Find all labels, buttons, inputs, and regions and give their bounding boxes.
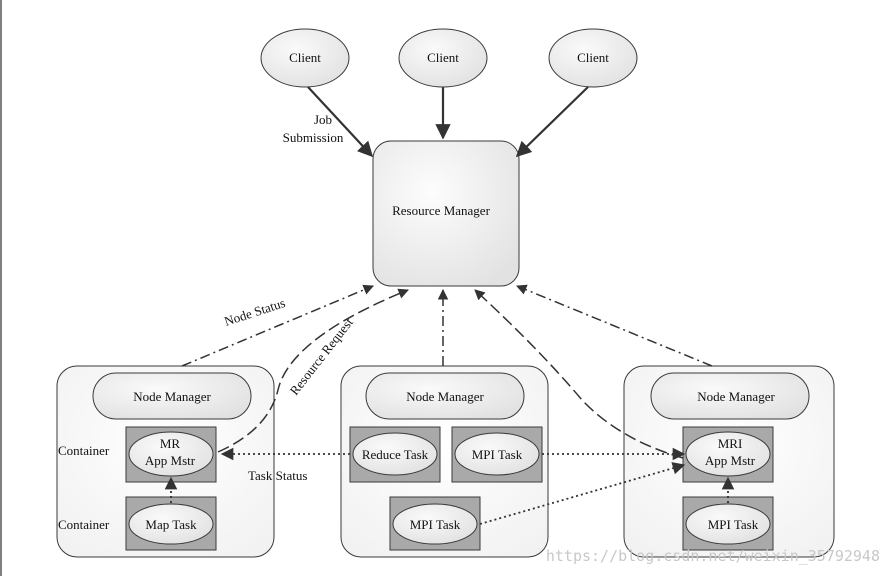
client-node-3: Client (548, 28, 638, 88)
watermark-text: https://blog.csdn.net/weixin_35792948 (546, 547, 880, 565)
task-status-arrow-mpi-b (479, 462, 686, 525)
app-master-line2: App Mstr (705, 453, 756, 468)
app-master-line1: MR (160, 436, 181, 451)
node-status-label: Node Status (222, 295, 287, 329)
node-manager-2: Node Manager (365, 372, 525, 420)
reduce-task-container: Reduce Task (349, 426, 441, 483)
container-label: Container (58, 443, 110, 458)
node-manager-label: Node Manager (133, 389, 211, 404)
mri-app-master-container: MRI App Mstr (682, 426, 774, 483)
map-task-label: Map Task (145, 517, 197, 532)
node-manager-1: Node Manager (92, 372, 252, 420)
map-task-container: Map Task (125, 496, 217, 551)
job-label: Job (314, 112, 332, 127)
app-master-line1: MRI (718, 436, 743, 451)
node-status-arrow-1 (181, 284, 374, 367)
client-node-2: Client (398, 28, 488, 88)
submission-label: Submission (283, 130, 344, 145)
container-label: Container (58, 517, 110, 532)
client-label: Client (577, 50, 609, 65)
resource-request-arrow-1 (217, 288, 409, 453)
node-manager-label: Node Manager (697, 389, 775, 404)
job-submission-arrow (307, 86, 374, 158)
resource-request-arrow-2 (474, 289, 684, 459)
client-label: Client (427, 50, 459, 65)
reduce-task-label: Reduce Task (362, 447, 429, 462)
mpi-task-label: MPI Task (472, 447, 523, 462)
node-manager-label: Node Manager (406, 389, 484, 404)
mr-app-master-container: MR App Mstr (125, 426, 217, 483)
client-node-1: Client (260, 28, 350, 88)
client-label: Client (289, 50, 321, 65)
client-to-rm-arrow (515, 86, 589, 158)
mpi-task-label: MPI Task (708, 517, 759, 532)
node-manager-3: Node Manager (650, 372, 810, 420)
mpi-task-container-c: MPI Task (682, 496, 774, 551)
mpi-task-container-a: MPI Task (451, 426, 543, 483)
node-status-arrow-3 (516, 284, 713, 367)
app-master-line2: App Mstr (145, 453, 196, 468)
mpi-task-container-b: MPI Task (389, 496, 481, 551)
resource-manager-label: Resource Manager (392, 203, 490, 218)
mpi-task-label: MPI Task (410, 517, 461, 532)
task-status-label: Task Status (248, 468, 307, 483)
resource-manager-node: Resource Manager (372, 140, 520, 287)
